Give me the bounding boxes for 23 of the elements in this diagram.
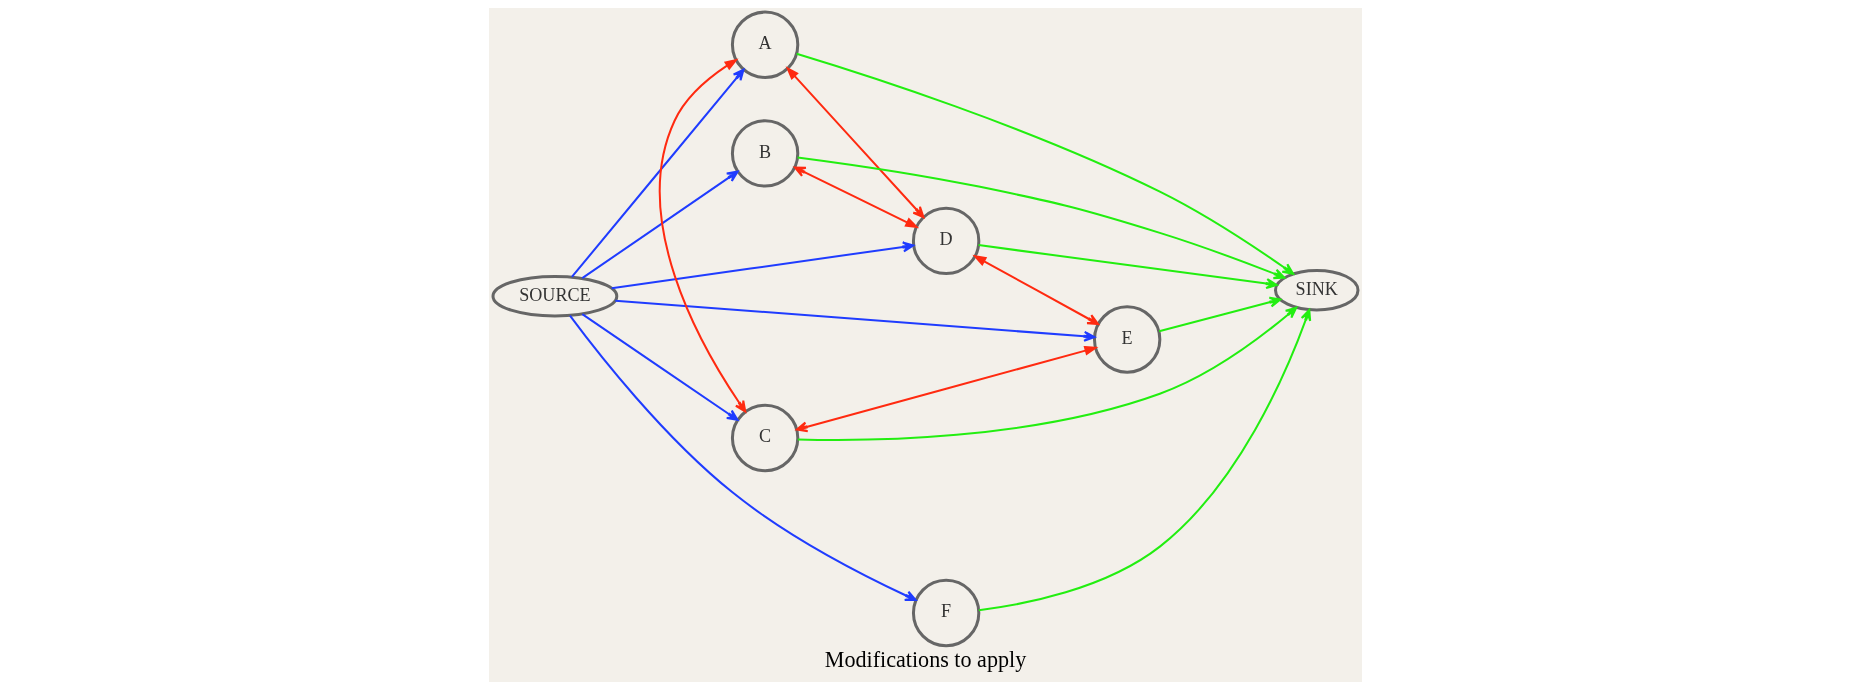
arrow [611, 241, 915, 290]
arrow [581, 170, 739, 279]
arrow [797, 156, 1286, 280]
arrow [796, 52, 1295, 275]
arrow [978, 308, 1312, 612]
arrow [793, 166, 920, 229]
caption: Modifications to apply [824, 647, 1027, 673]
arrow [797, 306, 1298, 441]
node-circle: F [911, 578, 981, 648]
arrow [795, 346, 1099, 433]
node-circle: E [1092, 305, 1162, 374]
node-circle: B [730, 119, 800, 188]
arrow [972, 254, 1100, 325]
arrow [581, 313, 739, 421]
arrow [1158, 296, 1282, 333]
arrow [615, 299, 1096, 342]
arrow [571, 68, 745, 278]
arrow [569, 315, 917, 602]
node-ellipse: SOURCE [491, 275, 619, 318]
arrow [658, 58, 747, 413]
node-circle: C [730, 403, 800, 473]
arrow [978, 244, 1278, 290]
arrow [785, 66, 925, 219]
